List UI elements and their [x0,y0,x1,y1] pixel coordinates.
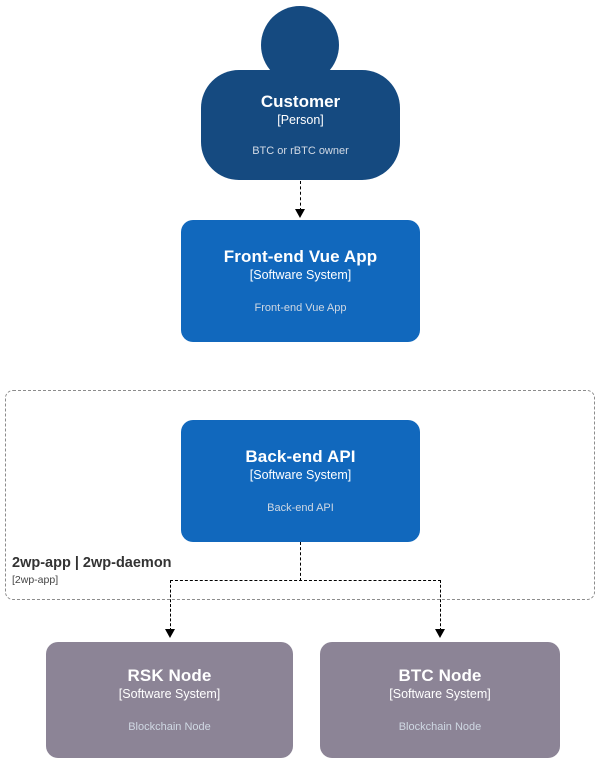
boundary-type: [2wp-app] [12,573,59,586]
frontend-type: [Software System] [249,268,352,283]
btc-node-type: [Software System] [389,687,491,702]
node-btc-node[interactable]: BTC Node [Software System] Blockchain No… [320,642,560,758]
backend-type: [Software System] [249,468,352,483]
node-rsk-node[interactable]: RSK Node [Software System] Blockchain No… [46,642,293,758]
customer-description: BTC or rBTC owner [252,145,349,158]
arrowhead-icon [295,209,305,218]
node-frontend-vue-app[interactable]: Front-end Vue App [Software System] Fron… [181,220,420,342]
rsk-node-title: RSK Node [127,666,212,686]
rsk-node-type: [Software System] [118,687,221,702]
backend-title: Back-end API [245,447,356,467]
node-backend-api[interactable]: Back-end API [Software System] Back-end … [181,420,420,542]
boundary-label: 2wp-app | 2wp-daemon [2wp-app] [12,555,172,586]
frontend-description: Front-end Vue App [254,301,347,314]
rsk-node-description: Blockchain Node [128,720,211,733]
customer-title: Customer [260,91,341,111]
connector-line [300,181,301,211]
boundary-name: 2wp-app | 2wp-daemon [12,555,172,571]
btc-node-description: Blockchain Node [398,720,482,733]
btc-node-title: BTC Node [398,666,482,686]
customer-type: [Person] [277,112,324,127]
backend-description: Back-end API [267,501,334,514]
node-customer[interactable]: Customer [Person] BTC or rBTC owner [201,70,400,180]
arrowhead-icon [435,629,445,638]
frontend-title: Front-end Vue App [223,247,378,267]
arrowhead-icon [165,629,175,638]
boundary-2wp-app [5,390,595,600]
